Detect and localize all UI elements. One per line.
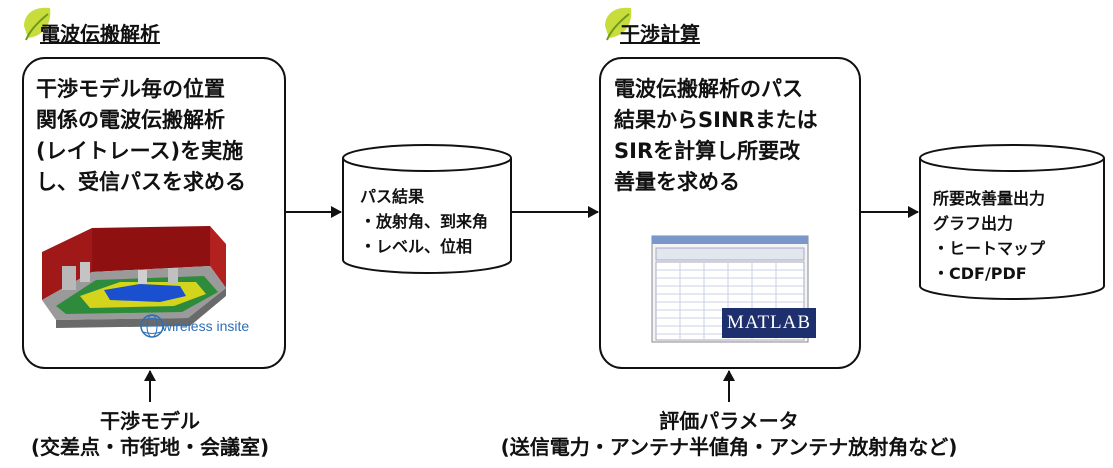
path-results-text: パス結果 ・放射角、到来角 ・レベル、位相 [360, 187, 489, 256]
globe-icon [140, 314, 164, 338]
section-header-interference: 干渉計算 [620, 22, 700, 46]
output-text: 所要改善量出力 グラフ出力 ・ヒートマップ ・CDF/PDF [933, 189, 1046, 283]
database-cylinder-path-results [342, 144, 512, 274]
wireless-insite-logo-text: wireless insite [162, 318, 250, 334]
leaf-icon [605, 7, 632, 41]
matlab-logo-bg [722, 308, 816, 338]
wireless-insite-image [42, 226, 226, 328]
input-caption-detail: (送信電力・アンテナ半値角・アンテナ放射角など) [500, 435, 958, 459]
section-header-propagation: 電波伝搬解析 [40, 22, 160, 46]
input-caption-detail: (交差点・市街地・会議室) [30, 435, 270, 459]
input-caption-interference-model: 干渉モデル (交差点・市街地・会議室) [0, 408, 300, 460]
input-caption-title: 干渉モデル [100, 409, 200, 433]
database-cylinder-output [919, 144, 1105, 300]
leaf-icon [24, 7, 51, 41]
input-caption-evaluation-params: 評価パラメータ (送信電力・アンテナ半値角・アンテナ放射角など) [454, 408, 1004, 460]
interference-description: 電波伝搬解析のパス 結果からSINRまたは SIRを計算し所要改 善量を求める [614, 77, 818, 194]
propagation-description: 干渉モデル毎の位置 関係の電波伝搬解析 (レイトレース)を実施 し、受信パスを求… [36, 77, 246, 194]
input-caption-title: 評価パラメータ [659, 409, 799, 433]
matlab-logo-text: MATLAB [726, 312, 812, 333]
